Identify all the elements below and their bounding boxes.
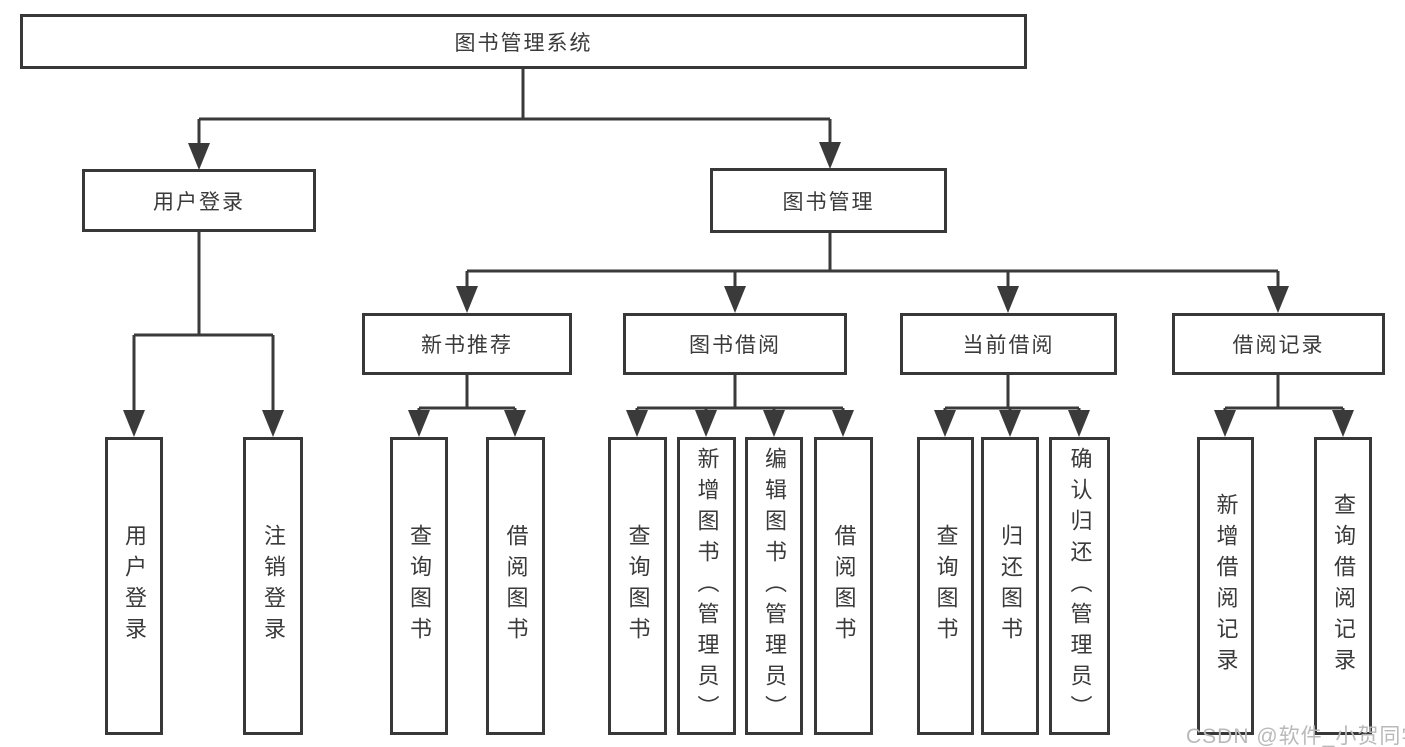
leaf-logout-login: 注销登录 (243, 437, 303, 735)
leaf-label: 查询借阅记录 (1331, 493, 1356, 679)
leaf-return-books: 归还图书 (981, 437, 1039, 735)
node-label: 图书管理系统 (454, 31, 593, 55)
leaf-label: 编辑图书（管理员） (762, 446, 787, 726)
node-label: 图书借阅 (689, 334, 781, 357)
leaf-label: 用户登录 (122, 524, 147, 648)
node-book-management: 图书管理 (710, 168, 947, 233)
leaf-label: 新增借阅记录 (1213, 493, 1239, 679)
leaf-query-books-recommend: 查询图书 (390, 437, 448, 735)
leaf-label: 确认归还（管理员） (1067, 446, 1093, 726)
leaf-label: 查询图书 (407, 524, 432, 648)
node-library-system: 图书管理系统 (20, 14, 1027, 69)
leaf-label: 借阅图书 (831, 524, 857, 648)
leaf-label: 查询图书 (933, 524, 959, 648)
leaf-label: 归还图书 (998, 524, 1023, 648)
node-borrow-records: 借阅记录 (1172, 313, 1385, 375)
node-current-borrowing: 当前借阅 (900, 313, 1117, 375)
csdn-watermark: CSDN @软件_小贺同学 (1186, 725, 1405, 747)
leaf-edit-books-admin: 编辑图书（管理员） (745, 437, 803, 735)
node-label: 新书推荐 (421, 334, 513, 357)
leaf-label: 注销登录 (261, 524, 286, 648)
leaf-label: 查询图书 (625, 524, 651, 648)
leaf-confirm-return-admin: 确认归还（管理员） (1049, 437, 1110, 735)
node-new-book-recommend: 新书推荐 (362, 313, 572, 375)
node-label: 当前借阅 (962, 334, 1055, 357)
leaf-query-books-borrowing: 查询图书 (608, 437, 667, 735)
leaf-user-login: 用户登录 (105, 437, 163, 735)
node-label: 借阅记录 (1232, 334, 1325, 357)
node-label: 图书管理 (782, 190, 875, 214)
leaf-add-borrow-record: 新增借阅记录 (1197, 437, 1254, 735)
node-user-login: 用户登录 (82, 169, 316, 232)
leaf-add-books-admin: 新增图书（管理员） (677, 437, 736, 735)
node-book-borrowing: 图书借阅 (623, 313, 847, 375)
leaf-label: 借阅图书 (503, 524, 529, 648)
node-label: 用户登录 (153, 190, 245, 214)
leaf-query-books-current: 查询图书 (917, 437, 974, 735)
leaf-label: 新增图书（管理员） (694, 446, 720, 726)
leaf-query-borrow-record: 查询借阅记录 (1314, 437, 1372, 735)
leaf-borrow-books: 借阅图书 (814, 437, 873, 735)
leaf-borrow-books-recommend: 借阅图书 (486, 437, 545, 735)
